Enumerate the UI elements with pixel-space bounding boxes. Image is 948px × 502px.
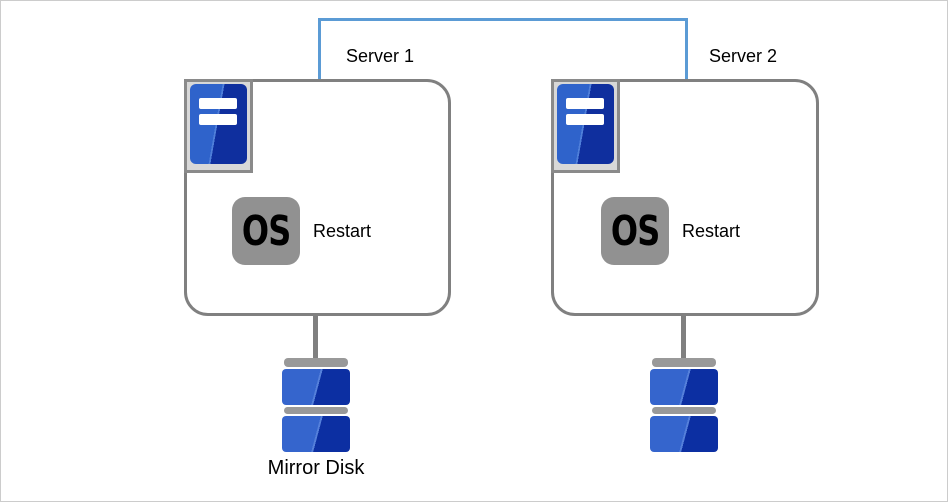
server2-restart-label: Restart: [682, 220, 741, 241]
tower-slot-bar: [199, 114, 237, 125]
server1-label: Server 1: [346, 46, 415, 66]
disk-platter: [650, 369, 718, 405]
disk-platter: [650, 416, 718, 452]
os-badge-text: OS: [241, 207, 291, 255]
server2-os-row: OS Restart: [601, 197, 740, 265]
disk-cap: [652, 358, 716, 367]
server2-label: Server 2: [709, 46, 778, 66]
mirror-disk-icon: [282, 358, 350, 452]
tower-slot-bar: [199, 98, 237, 109]
disk-cap: [284, 358, 348, 367]
server-tower-icon: [184, 79, 253, 173]
server1-disk-connector: [313, 314, 318, 359]
server1-restart-label: Restart: [313, 220, 372, 241]
server-tower-body: [190, 84, 247, 164]
disk-cap: [652, 407, 716, 414]
heartbeat-link: [318, 18, 688, 79]
server1-os-row: OS Restart: [232, 197, 371, 265]
server-tower-icon: [551, 79, 620, 173]
server-tower-body: [557, 84, 614, 164]
disk-platter: [282, 416, 350, 452]
tower-slot-bar: [566, 114, 604, 125]
disk-cap: [284, 407, 348, 414]
os-icon: OS: [232, 197, 300, 265]
tower-slot-bar: [566, 98, 604, 109]
server2-disk-connector: [681, 314, 686, 359]
mirror-disk-icon: [650, 358, 718, 452]
os-icon: OS: [601, 197, 669, 265]
os-badge-text: OS: [610, 207, 660, 255]
mirror-disk-label: Mirror Disk: [267, 457, 365, 479]
disk-platter: [282, 369, 350, 405]
